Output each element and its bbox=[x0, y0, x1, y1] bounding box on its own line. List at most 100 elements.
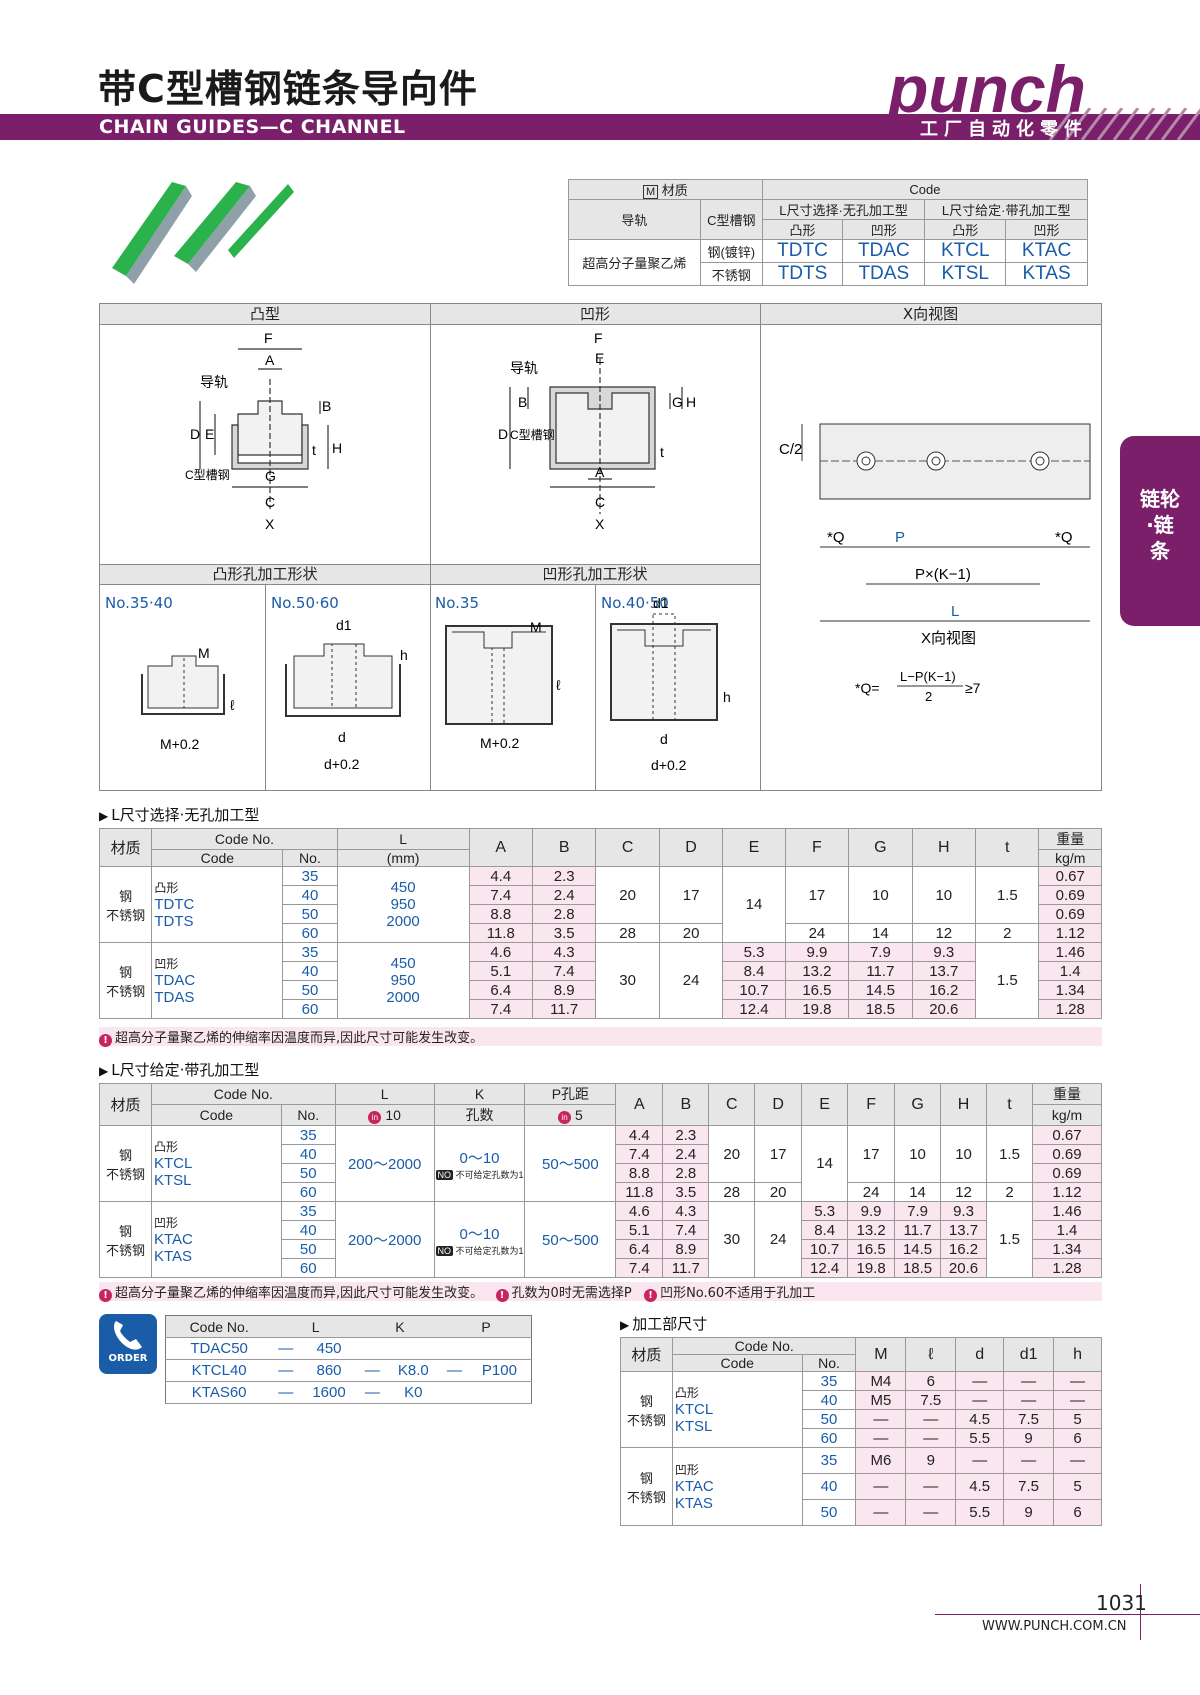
d1-cell: — bbox=[1003, 1390, 1055, 1410]
c-cell: 20 bbox=[595, 866, 660, 924]
weight-cell: 1.12 bbox=[1031, 1182, 1103, 1202]
svg-text:A: A bbox=[595, 464, 605, 480]
b-cell: 11.7 bbox=[531, 999, 597, 1019]
convex-hole-title: 凸形孔加工形状 bbox=[100, 564, 430, 585]
svg-text:punch: punch bbox=[886, 56, 1086, 124]
page-title: 带C型槽钢链条导向件 bbox=[98, 67, 478, 111]
weight-cell: 1.28 bbox=[1031, 1258, 1103, 1278]
l-cell: 9 bbox=[905, 1447, 957, 1474]
g-header: G bbox=[894, 1083, 942, 1126]
warning-icon: ! bbox=[99, 1034, 112, 1047]
weight-cell: 0.69 bbox=[1038, 904, 1102, 924]
svg-text:M+0.2: M+0.2 bbox=[480, 735, 520, 751]
a-header: A bbox=[468, 828, 533, 867]
weight-cell: 0.69 bbox=[1031, 1163, 1103, 1183]
material-cell: 钢不锈钢 bbox=[620, 1371, 673, 1448]
svg-text:P: P bbox=[895, 529, 905, 546]
svg-text:导轨: 导轨 bbox=[200, 374, 228, 390]
b-cell: 11.7 bbox=[662, 1258, 710, 1278]
m-cell: M5 bbox=[855, 1390, 907, 1410]
no-cell: 35 bbox=[801, 1371, 857, 1391]
g-cell: 14.5 bbox=[894, 1239, 942, 1259]
svg-text:F: F bbox=[264, 330, 273, 346]
a-cell: 7.4 bbox=[615, 1144, 664, 1164]
h-cell: 6 bbox=[1053, 1499, 1102, 1526]
page-subtitle: CHAIN GUIDES—C CHANNEL bbox=[99, 116, 406, 138]
weight-cell: 0.69 bbox=[1031, 1144, 1103, 1164]
code-no-header: Code No. bbox=[151, 828, 338, 850]
d1-cell: 7.5 bbox=[1003, 1473, 1055, 1500]
e-cell: 14 bbox=[801, 1125, 849, 1202]
footer-divider bbox=[1140, 1584, 1141, 1640]
no-cell: 50 bbox=[282, 980, 338, 1000]
code-header: Code bbox=[151, 849, 284, 867]
d-cell: 17 bbox=[754, 1125, 803, 1183]
weight-cell: 0.67 bbox=[1031, 1125, 1103, 1145]
g-cell: 10 bbox=[894, 1125, 942, 1183]
no-cell: 40 bbox=[282, 885, 338, 905]
no-header: No. bbox=[282, 849, 338, 867]
d-cell: 5.5 bbox=[955, 1428, 1005, 1448]
code-cell: TDAC bbox=[842, 239, 926, 263]
a-cell: 11.8 bbox=[615, 1182, 664, 1202]
svg-text:M+0.2: M+0.2 bbox=[160, 736, 200, 752]
b-cell: 8.9 bbox=[662, 1239, 710, 1259]
channel-cell: 钢(镀锌) bbox=[699, 239, 763, 263]
d-cell: 4.5 bbox=[955, 1473, 1005, 1500]
h-cell: 13.7 bbox=[911, 961, 977, 981]
p-cell: 50～500 bbox=[524, 1125, 617, 1202]
d-header: D bbox=[754, 1083, 803, 1126]
weight-cell: 1.4 bbox=[1031, 1220, 1103, 1240]
h-cell: 9.3 bbox=[940, 1201, 988, 1221]
svg-text:h: h bbox=[400, 647, 408, 663]
e-cell: 10.7 bbox=[722, 980, 786, 1000]
concave-header: 凹形 bbox=[842, 219, 926, 240]
svg-text:≥7: ≥7 bbox=[965, 680, 981, 696]
code-no-header: Code No. bbox=[150, 1083, 336, 1105]
l-header: ℓ bbox=[905, 1337, 957, 1372]
weight-cell: 1.34 bbox=[1031, 1239, 1103, 1259]
section1-table: 材质 Code No. L A B C D E F G H t 重量 Code … bbox=[98, 828, 1102, 1019]
a-cell: 4.4 bbox=[468, 866, 533, 886]
material-cell: 钢不锈钢 bbox=[99, 1125, 152, 1202]
b-cell: 7.4 bbox=[531, 961, 597, 981]
a-cell: 8.8 bbox=[615, 1163, 664, 1183]
weight-cell: 1.34 bbox=[1038, 980, 1102, 1000]
t-header: t bbox=[975, 828, 1040, 867]
l-cell: 6 bbox=[905, 1371, 957, 1391]
no-cell: 60 bbox=[280, 1258, 336, 1278]
l-select-header: L尺寸选择·无孔加工型 bbox=[761, 199, 926, 220]
g-cell: 11.7 bbox=[848, 961, 913, 981]
warning-icon: ! bbox=[99, 1289, 112, 1302]
a-cell: 5.1 bbox=[615, 1220, 664, 1240]
svg-text:t: t bbox=[660, 444, 664, 460]
t-cell: 2 bbox=[975, 923, 1040, 943]
side-category-tab[interactable] bbox=[1120, 436, 1200, 626]
a-cell: 7.4 bbox=[468, 885, 533, 905]
no-cell: 40 bbox=[280, 1144, 336, 1164]
d-header: D bbox=[658, 828, 724, 867]
no-cell: 40 bbox=[280, 1220, 336, 1240]
g-cell: 10 bbox=[848, 866, 913, 924]
code-cell: KTAC bbox=[1005, 239, 1088, 263]
t-cell: 2 bbox=[986, 1182, 1033, 1202]
b-cell: 2.8 bbox=[662, 1163, 710, 1183]
a-cell: 6.4 bbox=[468, 980, 533, 1000]
svg-text:t: t bbox=[312, 442, 316, 458]
m-header: M bbox=[855, 1337, 907, 1372]
code-cell: TDTS bbox=[761, 262, 844, 286]
phone-icon bbox=[114, 1321, 142, 1350]
t-cell: 1.5 bbox=[975, 942, 1040, 1019]
convex-header: 凸形 bbox=[924, 219, 1007, 240]
convex-hole-small-drawing: M ℓ M+0.2 bbox=[141, 645, 235, 752]
no-cell: 60 bbox=[280, 1182, 336, 1202]
k-sub-header: 孔数 bbox=[433, 1104, 526, 1126]
weight-cell: 1.46 bbox=[1038, 942, 1102, 962]
l-unit-header: (mm) bbox=[336, 849, 470, 867]
a-cell: 11.8 bbox=[468, 923, 533, 943]
footer-url[interactable]: WWW.PUNCH.COM.CN bbox=[982, 1619, 1127, 1634]
order-row: KTAS60—1600—K0 bbox=[165, 1381, 532, 1404]
c-cell: 20 bbox=[708, 1125, 756, 1183]
